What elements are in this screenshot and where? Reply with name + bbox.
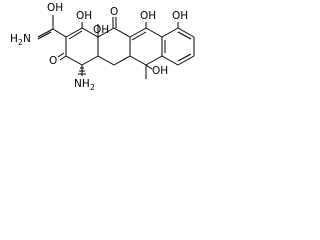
bond-c10a-c10 (161, 27, 179, 38)
bond-c6-c5a (129, 55, 147, 66)
atom-label-amide-h: H (10, 33, 18, 45)
atom-label-phenol-oh-2: OH (172, 10, 188, 22)
bond-amide-c-n (37, 28, 54, 38)
bond-c4-c3 (65, 55, 83, 66)
bond-c12-c11a (113, 27, 131, 38)
bond-c11-c10a (145, 27, 163, 38)
atom-label-ring-ketone-o: O (49, 55, 57, 67)
atom-label-tertiary-oh: OH (152, 65, 168, 77)
bond-c6-oh (145, 64, 153, 70)
atom-label-amide-oh: OH (47, 2, 63, 14)
atom-label-amide-h-subscript: 2 (18, 38, 23, 47)
bond-amide-c-c2 (52, 28, 67, 38)
bond-c11a-c11-double (131, 31, 147, 41)
bond-c2-c1 (65, 27, 83, 38)
bond-c11a-c11 (129, 27, 147, 38)
bond-c8-c7-double (177, 53, 192, 62)
atom-label-phenol-oh-1: OH (140, 10, 156, 22)
atom-label-amino-subscript: 2 (90, 83, 95, 92)
bond-c3-o (59, 55, 67, 61)
stereo-markers (78, 67, 86, 75)
bond-c3-o-double (57, 52, 65, 58)
bond-c8-c7 (177, 55, 195, 66)
atom-label-amino-n: NH (74, 78, 90, 90)
bond-c1-c12a (81, 27, 99, 38)
bond-amide-c-n-double (37, 31, 52, 40)
bonds (37, 15, 195, 79)
bond-c6a-c6 (145, 55, 163, 66)
atom-labels: OH H 2 N OH OH O OH OH O NH 2 OH (10, 2, 188, 92)
bond-c4a-c4 (81, 55, 99, 66)
atom-label-junction-oh: OH (93, 24, 109, 36)
bond-c5-c4a (97, 55, 115, 66)
atom-label-amide-n: N (23, 33, 31, 45)
bond-c10-c9 (177, 27, 195, 38)
bond-c2-c1-double (68, 30, 83, 40)
structure-canvas: OH H 2 N OH OH O OH OH O NH 2 OH (0, 0, 249, 129)
atom-label-enol-oh: OH (76, 10, 92, 22)
bond-c5a-c5 (113, 55, 131, 66)
bond-c10-c9-double (177, 31, 192, 40)
tetracycline-structure-diagram: OH H 2 N OH OH O OH OH O NH 2 OH (10, 2, 195, 92)
bond-c12a-c12 (97, 27, 115, 38)
atom-label-ketone-o: O (110, 6, 118, 18)
bond-c7-c6a (161, 55, 179, 66)
